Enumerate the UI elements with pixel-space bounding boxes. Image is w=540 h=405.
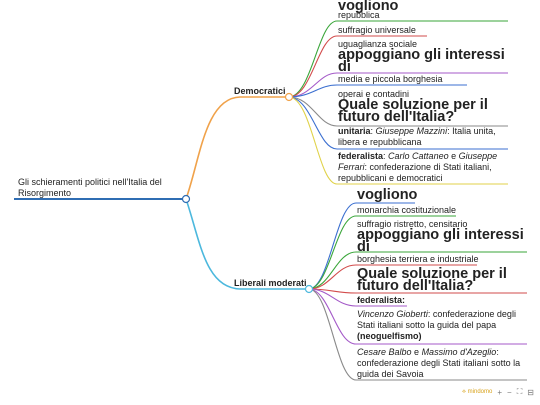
zoom-toolbar: ⟡ mindomo + − ⛶ ⊟ — [462, 387, 534, 397]
dem-unitaria-head: unitaria — [338, 126, 371, 136]
dem-operai-contadini[interactable]: operai e contadini — [338, 89, 410, 99]
branch-democratici-connector — [185, 96, 289, 200]
lib-vogliono[interactable]: vogliono — [357, 187, 418, 203]
dem-federalista-head: federalista — [338, 151, 384, 161]
lib-quale-soluzione[interactable]: Quale soluzione per il futuro dell'Itali… — [357, 266, 507, 294]
zoom-in-button[interactable]: + — [497, 387, 503, 397]
dem-unitaria[interactable]: unitaria: Giuseppe Mazzini: Italia unita… — [338, 126, 496, 147]
dem-vogliono[interactable]: vogliono — [338, 0, 399, 14]
lib-neoguelfismo: (neoguelfismo) — [357, 331, 422, 341]
dem-repubblica[interactable]: repubblica — [338, 10, 380, 20]
dem-federalista[interactable]: federalista: Carlo Cattaneo e Giuseppe F… — [338, 151, 498, 183]
lib-gioberti-name: Vincenzo Gioberti — [357, 309, 428, 319]
fit-screen-icon[interactable]: ⛶ — [516, 387, 523, 396]
zoom-out-button[interactable]: − — [507, 387, 512, 397]
lib-suffragio[interactable]: suffragio ristretto, censitario — [357, 219, 468, 229]
dem-suffragio[interactable]: suffragio universale — [338, 25, 416, 35]
lib-balbo-azeglio[interactable]: Cesare Balbo e Massimo d'Azeglio: confed… — [357, 347, 521, 379]
dem-quale-soluzione[interactable]: Quale soluzione per il futuro dell'Itali… — [338, 97, 488, 125]
branch-liberali-moderati[interactable]: Liberali moderati — [234, 278, 307, 288]
liberali-node-handle — [304, 284, 314, 294]
mindomo-logo: ⟡ mindomo — [462, 388, 493, 395]
dem-unitaria-name: Giuseppe Mazzini — [375, 126, 448, 136]
lib-borghesia[interactable]: borghesia terriera e industriale — [357, 254, 479, 264]
lib-monarchia[interactable]: monarchia costituzionale — [357, 205, 457, 215]
branch-democratici[interactable]: Democratici — [234, 86, 286, 96]
menu-icon[interactable]: ⊟ — [527, 387, 534, 397]
lib-federalista[interactable]: federalista: — [357, 295, 406, 305]
dem-uguaglianza[interactable]: uguaglianza sociale — [338, 39, 418, 49]
democratici-node-handle — [284, 92, 294, 102]
root-node-handle — [181, 194, 191, 204]
dem-appoggiano[interactable]: appoggiano gli interessi di — [338, 47, 505, 75]
root-topic[interactable]: Gli schieramenti politici nell'Italia de… — [18, 177, 162, 198]
dem-media-borghesia[interactable]: media e piccola borghesia — [338, 74, 443, 84]
branch-liberali-connector — [185, 198, 309, 290]
lib-appoggiano[interactable]: appoggiano gli interessi di — [357, 227, 524, 255]
lib-gioberti[interactable]: Vincenzo Gioberti: confederazione degli … — [357, 309, 516, 341]
